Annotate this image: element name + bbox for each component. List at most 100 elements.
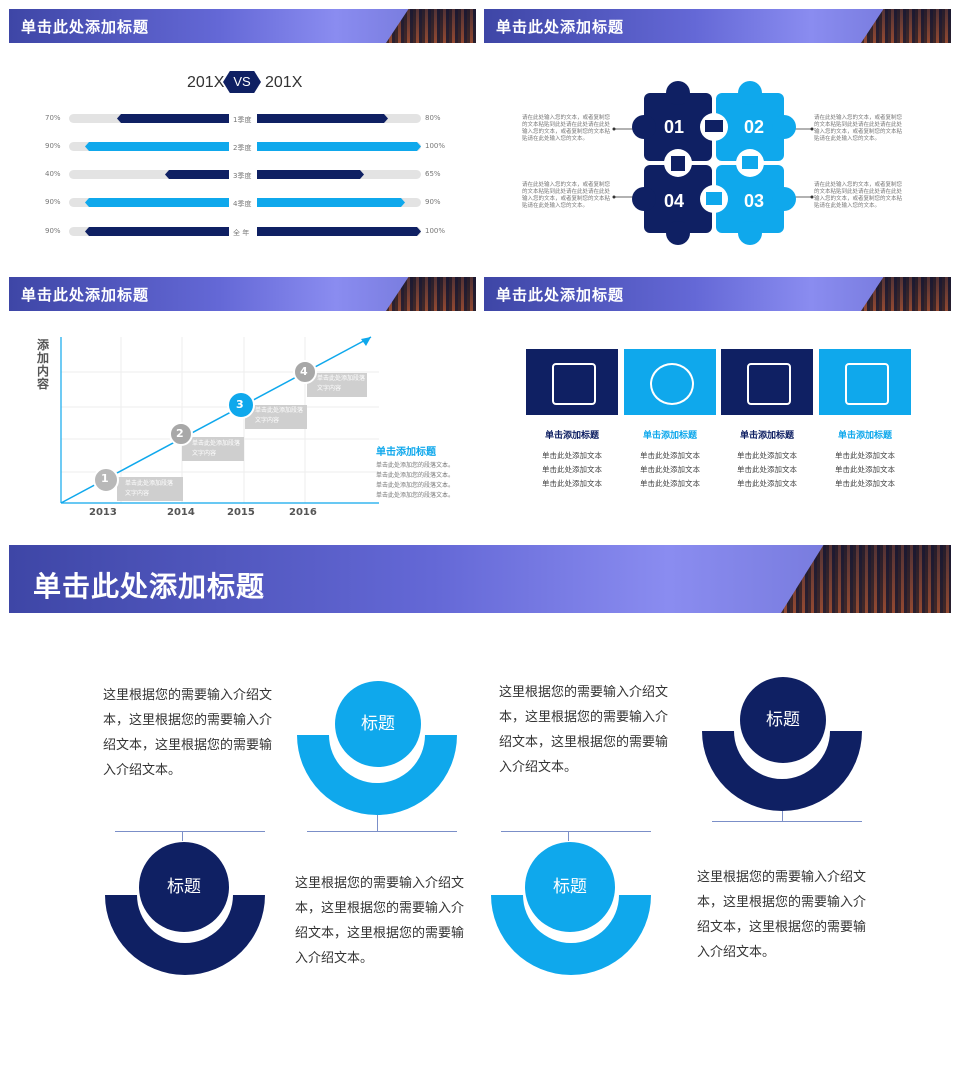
slide-title[interactable]: 单击此处添加标题 bbox=[21, 286, 150, 304]
card-line: 单击此处添加文本 bbox=[737, 465, 797, 474]
puzzle-piece-02 bbox=[716, 81, 796, 161]
right-percent: 80% bbox=[425, 114, 441, 122]
period-label: 全 年 bbox=[233, 229, 250, 237]
slide-header: 单击此处添加标题 bbox=[9, 545, 951, 613]
step-box-1 bbox=[117, 477, 183, 501]
intro-text: 这里根据您的需要输入介绍文本，这里根据您的需要输入介绍文本，这里根据您的需要输入… bbox=[499, 685, 669, 775]
right-bar bbox=[257, 170, 364, 179]
puzzle-number-04: 04 bbox=[664, 191, 684, 211]
puzzle-number-02: 02 bbox=[744, 117, 764, 137]
slide-comparison: 单击此处添加标题 201X VS 201X 70% 1季度 80% 90% 2季… bbox=[9, 9, 476, 259]
puzzle-piece-03 bbox=[716, 165, 796, 245]
left-bar bbox=[85, 142, 229, 151]
side-text-top-left: 请在此处输入您的文本，或者复制您的文本粘贴到此处请在此处请在此处输入您的文本，或… bbox=[522, 115, 611, 142]
right-bar bbox=[257, 142, 421, 151]
period-label: 1季度 bbox=[233, 116, 252, 124]
person-building-icon bbox=[845, 363, 889, 405]
left-percent: 40% bbox=[45, 170, 61, 178]
right-bar bbox=[257, 227, 421, 236]
connector-line bbox=[377, 815, 378, 831]
cloud-building-icon bbox=[552, 363, 596, 405]
period-label: 4季度 bbox=[233, 200, 252, 208]
connector-line bbox=[712, 821, 862, 822]
document-icon bbox=[671, 156, 685, 171]
year-label: 2016 bbox=[289, 507, 317, 518]
card[interactable] bbox=[819, 349, 911, 415]
card[interactable] bbox=[526, 349, 618, 415]
title-circle[interactable]: 标题 bbox=[525, 842, 615, 932]
step-text: 单击此处添加段落文字内容 bbox=[125, 480, 174, 497]
right-bar bbox=[257, 114, 388, 123]
side-text-bottom-right: 请在此处输入您的文本，或者复制您的文本粘贴到此处请在此处请在此处输入您的文本，或… bbox=[814, 182, 903, 209]
step-text: 单击此处添加段落文字内容 bbox=[192, 440, 241, 457]
card[interactable] bbox=[721, 349, 813, 415]
step-number: 4 bbox=[300, 365, 308, 378]
title-circle[interactable]: 标题 bbox=[335, 681, 421, 767]
title-circle[interactable]: 标题 bbox=[740, 677, 826, 763]
slide-header: 单击此处添加标题 bbox=[484, 9, 951, 43]
title-circle[interactable]: 标题 bbox=[139, 842, 229, 932]
side-text-top-right: 请在此处输入您的文本，或者复制您的文本粘贴到此处请在此处请在此处输入您的文本，或… bbox=[814, 115, 903, 142]
connector-line bbox=[182, 831, 183, 841]
connector-line bbox=[115, 831, 265, 832]
step-text: 单击此处添加段落文字内容 bbox=[255, 407, 304, 424]
step-number: 2 bbox=[176, 427, 184, 440]
y-axis-label: 添加内容 bbox=[37, 338, 50, 391]
card-title: 单击添加标题 bbox=[837, 431, 892, 441]
chat-icon bbox=[742, 156, 758, 169]
left-percent: 70% bbox=[45, 114, 61, 122]
title-label: 标题 bbox=[766, 710, 800, 730]
left-percent: 90% bbox=[45, 227, 61, 235]
card-title: 单击添加标题 bbox=[739, 431, 794, 441]
step-text: 单击此处添加段落文字内容 bbox=[317, 375, 366, 392]
building-image bbox=[861, 277, 951, 311]
slide-title[interactable]: 单击此处添加标题 bbox=[496, 18, 625, 36]
card-line: 单击此处添加文本 bbox=[640, 451, 700, 460]
side-title[interactable]: 单击添加标题 bbox=[376, 447, 436, 458]
slide-title[interactable]: 单击此处添加标题 bbox=[496, 286, 625, 304]
building-image bbox=[861, 9, 951, 43]
slide-title[interactable]: 单击此处添加标题 bbox=[21, 18, 150, 36]
card-line: 单击此处添加文本 bbox=[640, 465, 700, 474]
slide-semicircles: 单击此处添加标题 标题 这里根据您的需要输入介绍文本，这里根据您的需要输入介绍文… bbox=[9, 545, 951, 1075]
side-body: 单击此处添加您的段落文本。单击此处添加您的段落文本。单击此处添加您的段落文本。单… bbox=[376, 462, 455, 499]
step-number: 1 bbox=[101, 472, 109, 485]
card-line: 单击此处添加文本 bbox=[835, 451, 895, 460]
period-label: 2季度 bbox=[233, 144, 252, 152]
right-percent: 90% bbox=[425, 198, 441, 206]
card-line: 单击此处添加文本 bbox=[542, 479, 602, 488]
left-track bbox=[69, 170, 229, 179]
card-line: 单击此处添加文本 bbox=[542, 465, 602, 474]
left-bar bbox=[85, 227, 229, 236]
slide-title[interactable]: 单击此处添加标题 bbox=[33, 570, 266, 603]
right-percent: 65% bbox=[425, 170, 441, 178]
step-number: 3 bbox=[236, 398, 244, 411]
title-label: 标题 bbox=[553, 877, 587, 897]
browser-gears-icon bbox=[747, 363, 791, 405]
right-period-label: 201X bbox=[265, 74, 303, 91]
slide-header: 单击此处添加标题 bbox=[9, 9, 476, 43]
slide-cards: 单击此处添加标题 单击添加标题单击此处添加文本单击此处添加文本单击此处添加文本 … bbox=[484, 277, 951, 527]
period-label: 3季度 bbox=[233, 172, 252, 180]
step-box-2 bbox=[182, 437, 244, 461]
right-bar bbox=[257, 198, 405, 207]
left-bar bbox=[85, 198, 229, 207]
card-line: 单击此处添加文本 bbox=[737, 451, 797, 460]
timeline-chart bbox=[60, 336, 379, 504]
card-line: 单击此处添加文本 bbox=[835, 465, 895, 474]
step-box-3 bbox=[245, 405, 307, 429]
card[interactable] bbox=[624, 349, 716, 415]
card-title: 单击添加标题 bbox=[544, 431, 599, 441]
presentation-icon bbox=[705, 120, 723, 132]
left-percent: 90% bbox=[45, 198, 61, 206]
puzzle-piece-04 bbox=[632, 165, 712, 245]
slide-puzzle: 单击此处添加标题 请在此处输入您的文本，或者复制您的文本粘贴到此处请在此处请在此… bbox=[484, 9, 951, 259]
step-box-4 bbox=[307, 373, 367, 397]
stopwatch-icon bbox=[650, 363, 694, 405]
connector-line bbox=[568, 831, 569, 841]
card-title: 单击添加标题 bbox=[642, 431, 697, 441]
connector-line bbox=[307, 831, 457, 832]
card-line: 单击此处添加文本 bbox=[640, 479, 700, 488]
puzzle-graphic: 01 02 03 04 bbox=[612, 81, 814, 245]
